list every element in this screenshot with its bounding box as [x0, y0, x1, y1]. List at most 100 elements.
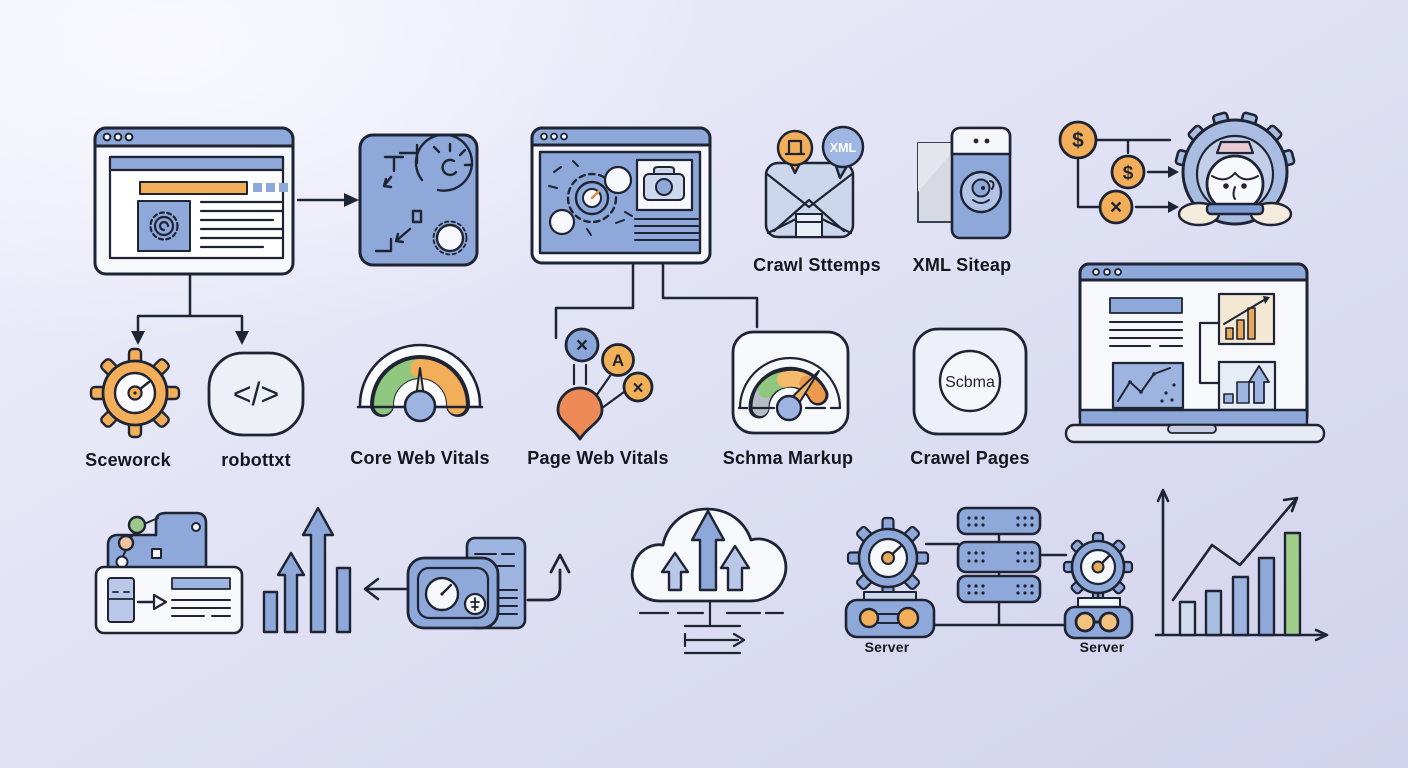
window-dots [102, 132, 134, 142]
flow-lines [1076, 138, 1172, 209]
left-arrow-icon [363, 577, 408, 601]
parcel-box [795, 213, 823, 238]
arrowhead-right [344, 193, 359, 207]
pin-connectors [572, 363, 626, 410]
laptop-analytics-icon [1064, 262, 1326, 444]
core-web-vitals-label: Core Web Vitals [350, 448, 490, 468]
trend-line [1171, 496, 1299, 602]
window-dots [1092, 268, 1122, 276]
map-flag-mark [382, 155, 405, 189]
core-web-vitals-gauge-icon [356, 343, 484, 423]
tall-up-arrow [301, 506, 335, 634]
svg-text:×: × [632, 378, 643, 399]
dollar-badge-top: $ [1058, 120, 1098, 160]
up-arrow [276, 551, 306, 634]
browser-title-bar [530, 126, 712, 147]
orange-node [117, 534, 135, 552]
schema-markup-icon [731, 330, 850, 435]
text-lines [634, 218, 699, 241]
robot-crawler-icon [1174, 111, 1296, 227]
robot-eyes [1211, 172, 1259, 200]
orange-pin [556, 386, 604, 441]
svg-text:×: × [1110, 196, 1122, 219]
xml-pin-text: XML [830, 141, 857, 155]
seo-gear-label: Sceworck [85, 450, 171, 470]
arrow-head [152, 593, 168, 611]
gear-glyph-icon [149, 211, 179, 241]
text-lines [1109, 321, 1183, 347]
crawled-pages-icon: Scbma [912, 327, 1028, 436]
growth-panel [1217, 360, 1277, 412]
robots-txt-icon: </> [207, 351, 305, 437]
browser-title-bar [93, 126, 295, 148]
gauge-orange-segment [410, 359, 466, 415]
svg-text:×: × [576, 334, 588, 357]
orange-cross-badge: × [622, 371, 654, 403]
server-right-label: Server [1079, 639, 1125, 655]
a-badge: A [601, 343, 635, 377]
mid-up-arrow [719, 544, 751, 592]
xml-pin-icon: XML [821, 125, 865, 180]
crawl-streams-label: Crawl Sttemps [753, 255, 881, 275]
server-rack [956, 506, 1042, 604]
cloud-upload-icon [630, 507, 788, 655]
browser-title-bar [1078, 262, 1309, 282]
sparkle-icon [432, 142, 474, 167]
page-web-vitals-icon: × A × [556, 327, 654, 441]
orange-pin-icon [776, 129, 814, 175]
page-header-bar [108, 155, 285, 172]
text-lines [171, 599, 231, 617]
page-web-vitals-label: Page Web Vitals [527, 448, 669, 468]
schema-circle-text: Scbma [945, 374, 995, 391]
page-speed-docs-icon [406, 536, 571, 630]
crawler-page-icon [94, 511, 244, 635]
chart-bars [1178, 531, 1302, 637]
crawled-pages-label: Crawel Pages [910, 448, 1030, 468]
blue-cross-badge: × [564, 327, 600, 363]
page-thumb [107, 577, 135, 623]
svg-text:A: A [612, 351, 624, 370]
article-image-box [137, 200, 191, 252]
dollar-badge-mid: $ [1110, 154, 1146, 190]
growth-arrows-icon [262, 506, 352, 634]
speed-gauge-card [406, 556, 500, 630]
panel-connector [1198, 321, 1221, 385]
map-arrow-mark [394, 227, 412, 244]
arrowhead-down-left [131, 331, 145, 345]
screen-bottom-strip [1078, 408, 1309, 427]
gear-gauge-right [1062, 531, 1134, 603]
servers-cluster-icon [844, 506, 1134, 640]
page-heading-bar [1109, 297, 1183, 314]
server-box-right [1063, 597, 1134, 640]
search-bar [139, 181, 248, 195]
site-map-tile-icon [358, 133, 479, 267]
browser-window-icon [93, 126, 295, 276]
map-circle-path [414, 133, 474, 192]
arrowhead-down-right [235, 331, 249, 345]
cross-badge: × [1098, 189, 1134, 225]
rack-dots [967, 516, 1034, 595]
laptop-notch [1167, 424, 1217, 434]
bar [262, 590, 279, 634]
bar [335, 566, 352, 634]
crawl-streams-icon: XML [764, 125, 865, 239]
article-text-lines [199, 200, 284, 249]
rising-bar-chart-icon [1154, 488, 1329, 642]
code-glyph: </> [233, 376, 279, 412]
line-chart-panel [1111, 361, 1185, 410]
curved-up-arrow [526, 553, 571, 602]
toolbar-squares [253, 183, 288, 192]
robot-base-bar [1205, 202, 1265, 216]
cloud-base-lines [638, 599, 785, 655]
envelope-folds [765, 172, 854, 235]
audit-right-connector [661, 261, 759, 329]
seo-gear-icon [89, 347, 181, 439]
audit-left-connector [554, 261, 635, 340]
browser-split-connector [136, 273, 244, 334]
small-up-arrow [660, 551, 690, 592]
window-dots [540, 132, 568, 141]
svg-text:$: $ [1072, 129, 1084, 152]
server-left-label: Server [864, 639, 910, 655]
gear-gauge-left [846, 516, 930, 600]
